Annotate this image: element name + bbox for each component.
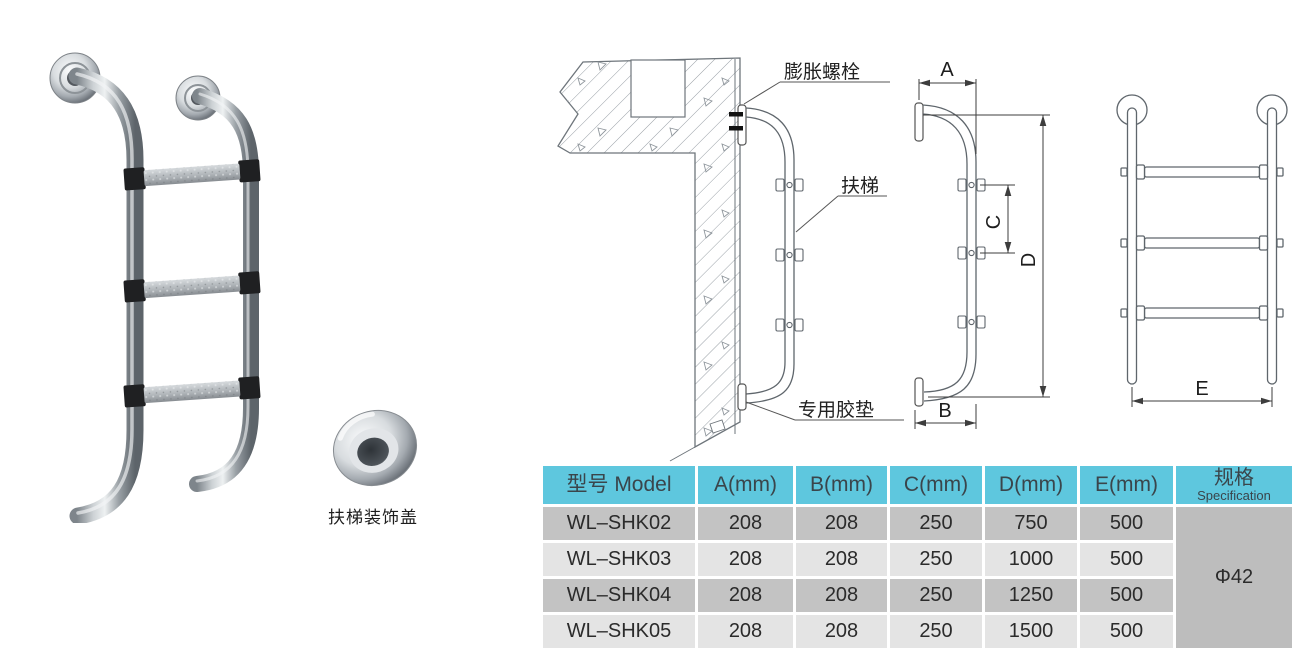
ladder-step xyxy=(123,376,261,408)
cell-a: 208 xyxy=(698,543,793,576)
cell-e: 500 xyxy=(1080,507,1173,540)
rubber-pad-plate xyxy=(737,383,747,411)
wall-recess xyxy=(630,59,686,118)
ladder-photo-illustration xyxy=(49,52,261,525)
cell-b: 208 xyxy=(796,615,887,648)
header-a: A(mm) xyxy=(698,466,793,504)
front-view-drawing: E xyxy=(1116,94,1288,407)
product-photo-ladder xyxy=(18,28,313,525)
table-row: WL–SHK04 208 208 250 1250 500 xyxy=(543,579,1292,612)
callout-ladder: 扶梯 xyxy=(841,175,879,197)
spec-table: 型号 Model A(mm) B(mm) C(mm) D(mm) E(mm) 规… xyxy=(540,463,1295,651)
dimension-lines xyxy=(914,79,1050,429)
ladder-profile xyxy=(745,107,795,404)
table-row: WL–SHK03 208 208 250 1000 500 xyxy=(543,543,1292,576)
table-row: WL–SHK05 208 208 250 1500 500 xyxy=(543,615,1292,648)
dim-a-label: A xyxy=(940,59,954,81)
top-mount-plate xyxy=(914,102,924,142)
side-view-diagram: A C D B xyxy=(888,42,1100,434)
deco-cover-caption: 扶梯装饰盖 xyxy=(328,508,418,527)
cell-c: 250 xyxy=(890,507,982,540)
header-spec-en: Specification xyxy=(1197,487,1271,503)
cell-model: WL–SHK03 xyxy=(543,543,695,576)
front-view-diagram: E xyxy=(1103,76,1308,426)
anchor-plate xyxy=(729,104,747,146)
cell-model: WL–SHK04 xyxy=(543,579,695,612)
cell-model: WL–SHK05 xyxy=(543,615,695,648)
ladder-front xyxy=(1116,94,1288,385)
cell-model: WL–SHK02 xyxy=(543,507,695,540)
wall-section xyxy=(557,57,741,462)
dim-b-label: B xyxy=(938,400,951,422)
cell-d: 750 xyxy=(985,507,1077,540)
table-row: WL–SHK02 208 208 250 750 500 Φ42 xyxy=(543,507,1292,648)
callout-rubber-pad: 专用胶垫 xyxy=(798,399,874,421)
side-view-drawing: A C D B xyxy=(914,59,1050,429)
cell-d: 1500 xyxy=(985,615,1077,648)
cell-b: 208 xyxy=(796,579,887,612)
header-model: 型号 Model xyxy=(543,466,695,504)
cell-e: 500 xyxy=(1080,615,1173,648)
header-e: E(mm) xyxy=(1080,466,1173,504)
cell-d: 1000 xyxy=(985,543,1077,576)
dim-d-label: D xyxy=(1018,253,1040,267)
dim-e-label: E xyxy=(1195,378,1208,400)
bottom-mount-plate xyxy=(914,377,924,407)
header-b: B(mm) xyxy=(796,466,887,504)
deco-cover-illustration xyxy=(332,409,418,487)
cell-b: 208 xyxy=(796,543,887,576)
cell-e: 500 xyxy=(1080,579,1173,612)
cell-spec-value: Φ42 xyxy=(1176,507,1292,648)
ladder-step xyxy=(123,159,261,191)
wall-mount-diagram: 膨胀螺栓 扶梯 专用胶垫 xyxy=(550,20,910,468)
cell-b: 208 xyxy=(796,507,887,540)
cell-c: 250 xyxy=(890,579,982,612)
cell-c: 250 xyxy=(890,543,982,576)
cell-a: 208 xyxy=(698,615,793,648)
cell-a: 208 xyxy=(698,507,793,540)
spec-table-section: 型号 Model A(mm) B(mm) C(mm) D(mm) E(mm) 规… xyxy=(540,463,1295,651)
cell-a: 208 xyxy=(698,579,793,612)
wall-section-drawing: 膨胀螺栓 扶梯 专用胶垫 xyxy=(557,57,904,462)
header-c: C(mm) xyxy=(890,466,982,504)
callout-expansion-bolt: 膨胀螺栓 xyxy=(784,61,860,83)
step-brackets xyxy=(957,178,986,329)
cell-e: 500 xyxy=(1080,543,1173,576)
step-brackets xyxy=(775,178,804,332)
dim-c-label: C xyxy=(983,215,1005,229)
deco-cover-photo xyxy=(328,402,423,497)
table-header-row: 型号 Model A(mm) B(mm) C(mm) D(mm) E(mm) 规… xyxy=(543,466,1292,504)
ladder-step xyxy=(123,271,261,303)
dimension-lines xyxy=(1131,387,1273,407)
header-spec: 规格 Specification xyxy=(1176,466,1292,504)
header-spec-zh: 规格 xyxy=(1214,466,1254,489)
cell-c: 250 xyxy=(890,615,982,648)
header-d: D(mm) xyxy=(985,466,1077,504)
ladder-profile xyxy=(922,104,977,402)
cell-d: 1250 xyxy=(985,579,1077,612)
